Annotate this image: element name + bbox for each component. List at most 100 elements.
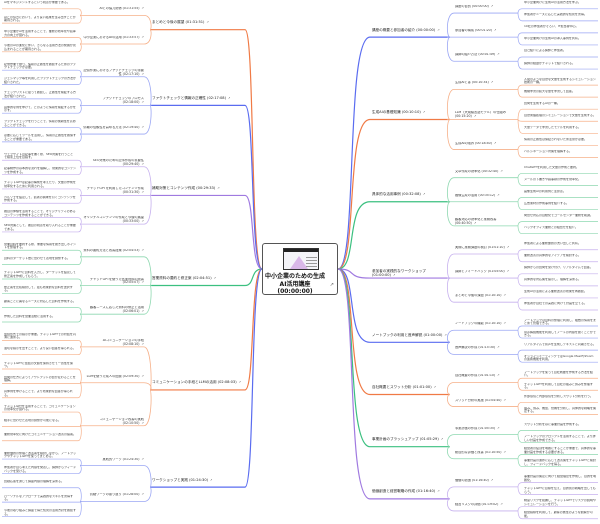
sub-node[interactable]: 実践的ワーク (01:24:30)↗	[82, 458, 144, 462]
leaf-node[interactable]: スワット分析を基に事業計画を作成する。	[524, 423, 596, 427]
leaf-node[interactable]: ChatGPTを利用した文章の作成と要約。	[524, 166, 596, 170]
sub-node[interactable]: ノートブックの機能 (01:10:10)↗	[455, 322, 517, 326]
sub-node[interactable]: 経営リスクの評価 (01:19:02)↗	[455, 503, 517, 507]
leaf-node[interactable]: ノートブックは資料の整理に利用し、複数の情報をまとめて管理できる。	[524, 319, 596, 326]
leaf-node[interactable]: 広告素材の作成事例を紹介する。	[524, 202, 596, 206]
leaf-node[interactable]: 業務改善の具体的なアイデアを検討する。	[524, 254, 596, 258]
branch-node[interactable]: 価値創造と経営戦略の作成 (01:16:40)↗	[372, 489, 448, 493]
external-link-icon[interactable]: ↗	[500, 502, 503, 506]
external-link-icon[interactable]: ↗	[473, 114, 477, 119]
leaf-node[interactable]: 中小企業向けの生成AIの導入事例を共有。	[524, 37, 596, 41]
branch-node[interactable]: 具体的な活用事例 (00:32:08)↗	[372, 192, 448, 196]
sub-node[interactable]: チャットGPTを利用したコンテンツ作成 (00:31:30)↗	[82, 187, 144, 195]
sub-node[interactable]: AIコミュニケーションの手段 (02:08:10)↗	[82, 339, 144, 347]
external-link-icon[interactable]: ↗	[329, 282, 334, 288]
leaf-node[interactable]: 自己紹介による講師と参加者。	[524, 49, 596, 53]
leaf-node[interactable]: オンラインミーティングではGoogle MeetやZoomの連携機能を利用。	[524, 355, 596, 362]
leaf-node[interactable]: チャットGPTに会話の文脈を保持させて一貫性を保つ。	[4, 362, 76, 369]
sub-node[interactable]: AIとの協力関係 (01:31:55)↗	[82, 7, 144, 11]
branch-node[interactable]: 講座の概要と参加者の紹介 (00:00:00)↗	[372, 28, 448, 32]
external-link-icon[interactable]: ↗	[503, 398, 507, 402]
external-link-icon[interactable]: ↗	[497, 346, 500, 350]
leaf-node[interactable]: チャットGPTを活用することで、コミュニケーションの効率化が図れる。	[4, 405, 76, 412]
leaf-node[interactable]: チャットGPTに資料を入力し、ターゲットを設定して修正案を作成してもらう。	[4, 271, 76, 278]
leaf-node[interactable]: ペルソナを設定して、読者の興味を引くコンテンツを作成する。	[4, 196, 76, 203]
leaf-node[interactable]: 問合せ対応の自動化でコールセンター業務を削減。	[524, 214, 596, 218]
external-link-icon[interactable]: ↗	[437, 27, 440, 32]
leaf-node[interactable]: 画像生成AIの利用例と注意点。	[524, 190, 596, 194]
leaf-node[interactable]: 情報の正確性は保証されないため注意が必要。	[524, 138, 596, 142]
leaf-node[interactable]: 具体的な例を挙げて、どのように情報を検証するかを示す。	[4, 106, 76, 113]
external-link-icon[interactable]: ↗	[238, 380, 242, 385]
leaf-node[interactable]: AIとの協力において、より良い結果を生み出すことが期待される。	[4, 16, 76, 23]
leaf-node[interactable]: AIをマネジメントするという視点が重要である。	[4, 1, 76, 5]
external-link-icon[interactable]: ↗	[141, 248, 144, 252]
leaf-node[interactable]: 記事制作の基本的な流れを理解し、効果的なコンテンツを作成する。	[4, 167, 76, 174]
leaf-node[interactable]: ジェシマック等を利用したファクトチェックの方法が紹介された。	[4, 77, 76, 84]
external-link-icon[interactable]: ↗	[141, 71, 144, 76]
leaf-node[interactable]: 参加者が自ら考えた内容を発表し、講師からフィードバックを受ける。	[4, 466, 76, 473]
leaf-node[interactable]: 質問を生成するAIの一種。	[524, 102, 596, 106]
leaf-node[interactable]: 参加者が自社での実践に向けて計画を立てる。	[524, 302, 596, 306]
external-link-icon[interactable]: ↗	[497, 374, 500, 378]
branch-node[interactable]: 事業計画のブラッシュアップ (01:05:29)↗	[372, 437, 448, 441]
external-link-icon[interactable]: ↗	[473, 220, 477, 225]
leaf-node[interactable]: 修正案を比較検討して、最も効果的な資料を選択する。	[4, 286, 76, 293]
sub-node[interactable]: 記憶作業におけるファクトチェックの重要性 (02:17:10)↗	[82, 69, 144, 77]
leaf-node[interactable]: 制度リスクを把握し、チャットGPTでリスクの説明やシミュレーションを行う。	[524, 499, 596, 506]
sub-node[interactable]: ファクトチェックのプロセス (02:18:00)↗	[82, 97, 144, 105]
leaf-node[interactable]: 資料のターゲット層に合わせて表現を調整する。	[4, 257, 76, 261]
sub-node[interactable]: 事業計画の作成 (01:05:35)↗	[455, 427, 517, 431]
sub-node[interactable]: オリジナルコンテンツの作成と今後の展望 (00:33:00)↗	[82, 216, 145, 224]
leaf-node[interactable]: 具体的な対応策を提示し、理解を深める。	[524, 278, 596, 282]
leaf-node[interactable]: 10社の参加者がそろい、IT担当者中心。	[524, 25, 596, 29]
leaf-node[interactable]: パーソナルなアプローチで実践的なスキルを習得する。	[4, 495, 76, 502]
external-link-icon[interactable]: ↗	[213, 276, 217, 280]
leaf-node[interactable]: 強み、弱み、機会、脅威を分析し、具体的な戦略を策定する。	[524, 407, 596, 414]
external-link-icon[interactable]: ↗	[141, 457, 144, 461]
sub-node[interactable]: 生成AIとは (00:10:34)↗	[455, 81, 517, 85]
external-link-icon[interactable]: ↗	[490, 5, 494, 9]
leaf-node[interactable]: ノートブックを使って自社概要を作成する方法を紹介。	[524, 371, 596, 378]
leaf-node[interactable]: 独自の体験を活用することで、オリジナリティのあるコンテンツを作成することができる…	[4, 210, 76, 217]
external-link-icon[interactable]: ↗	[141, 308, 144, 313]
leaf-node[interactable]: 事業計画の策定に向けて経営理念を作成し、目的を明確化。	[524, 475, 596, 482]
external-link-icon[interactable]: ↗	[440, 437, 444, 442]
sub-node[interactable]: コミュニケーション改善の実践 (02:10:50)↗	[82, 418, 144, 426]
external-link-icon[interactable]: ↗	[422, 192, 426, 197]
sub-node[interactable]: 生成AIの限界 (00:18:40)↗	[455, 142, 517, 146]
branch-node[interactable]: ワークショップと実践 (01:24:30)↗	[152, 478, 243, 482]
external-link-icon[interactable]: ↗	[503, 294, 507, 298]
leaf-node[interactable]: 事業計画の進捗に応じて改善策をチャットGPTと検討し、フィードバックを得る。	[524, 459, 596, 466]
leaf-node[interactable]: 業務課題の整理と改善案を検討しながら、ノートブックやチャットGPTを使ってまとめ…	[4, 452, 76, 459]
external-link-icon[interactable]: ↗	[503, 322, 507, 326]
leaf-node[interactable]: 今後のAIの進化に伴い、さらなる活用方法の発展が見込まれることが期待される。	[4, 44, 76, 51]
external-link-icon[interactable]: ↗	[217, 185, 220, 190]
external-link-icon[interactable]: ↗	[141, 493, 144, 497]
sub-node[interactable]: 講師の紹介方法 (00:01:49)↗	[455, 53, 517, 57]
external-link-icon[interactable]: ↗	[141, 218, 144, 223]
leaf-node[interactable]: 参加者がニーズに応じた実践的な知見を習得。	[524, 13, 596, 17]
leaf-node[interactable]: 顧客ごとに異なるニーズに対応した資料を作成する。	[4, 300, 76, 304]
sub-node[interactable]: SEO対策のための記事作成の重要性 (00:29:40)↗	[82, 159, 144, 167]
leaf-node[interactable]: チャットGPTを利用して自社の強みと弱みを整理する。	[524, 383, 596, 390]
leaf-node[interactable]: 質疑応答を通じて講座内容の理解を深める。	[4, 480, 76, 484]
leaf-node[interactable]: 機械学習の膨大な量を学習して回答。	[524, 90, 596, 94]
leaf-node[interactable]: 生成AIの活用による業務改善の効果を再確認。	[524, 290, 596, 294]
external-link-icon[interactable]: ↗	[493, 29, 497, 33]
external-link-icon[interactable]: ↗	[500, 169, 503, 173]
external-link-icon[interactable]: ↗	[490, 81, 494, 85]
sub-node[interactable]: LLM（大規模言語モデル）の仕組み (00:15:20)↗	[455, 111, 517, 119]
external-link-icon[interactable]: ↗	[141, 341, 144, 346]
leaf-node[interactable]: メールの下書きや議事録の作成を効率化。	[524, 178, 596, 182]
external-link-icon[interactable]: ↗	[497, 53, 500, 57]
sub-node[interactable]: 講師とフィードバック (01:05:00)↗	[455, 270, 517, 274]
sub-node[interactable]: 資料の要約方法と改善提案 (02:04:53)↗	[82, 249, 144, 253]
sub-node[interactable]: 情報の信頼性を高める方法 (02:19:40)↗	[82, 126, 144, 130]
sub-node[interactable]: まとめと今後の課題 (01:10:10)↗	[455, 294, 517, 298]
leaf-node[interactable]: 音声解説機能を利用してノートの内容を聞くことができる。	[524, 331, 596, 338]
leaf-node[interactable]: 相手に合わせた表現の調整が可能になる。	[4, 419, 76, 423]
external-link-icon[interactable]: ↗	[444, 332, 447, 337]
leaf-node[interactable]: リアルタイムで音声を生成しテキストと同期させる。	[524, 343, 596, 347]
external-link-icon[interactable]: ↗	[493, 141, 497, 145]
